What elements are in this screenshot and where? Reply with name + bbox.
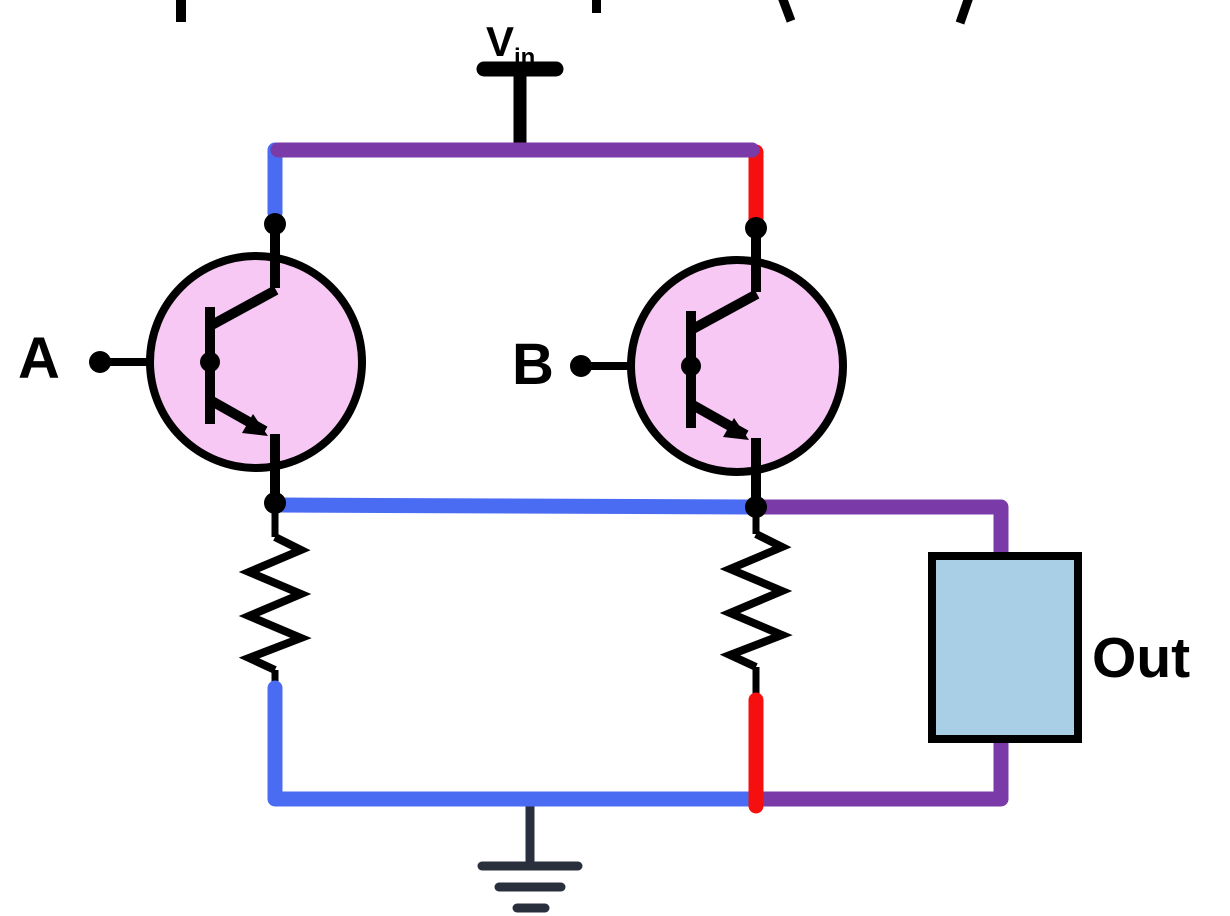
vin-label: Vin [486,21,535,70]
wire-out-top-purple [750,499,1009,560]
cropped-title-fragments [176,0,973,25]
resistor-zigzag-icon [719,507,793,700]
load-box [928,552,1082,743]
input-b-label: B [512,332,554,397]
output-label: Out [1092,626,1191,690]
ground-icon [477,800,583,913]
vin-label-main: V [486,18,515,65]
npn-transistor-icon-b [631,217,843,518]
wire-emitter-rail-blue [269,497,760,515]
wire-bottom-rail-purple [751,734,1009,807]
resistor-zigzag-icon [238,505,312,690]
power-terminal-icon [476,61,564,150]
npn-transistor-icon-a [150,213,362,514]
vin-label-subscript: in [514,44,536,71]
wire-bottom-rail-blue [267,680,762,807]
input-a-label: A [18,326,60,391]
